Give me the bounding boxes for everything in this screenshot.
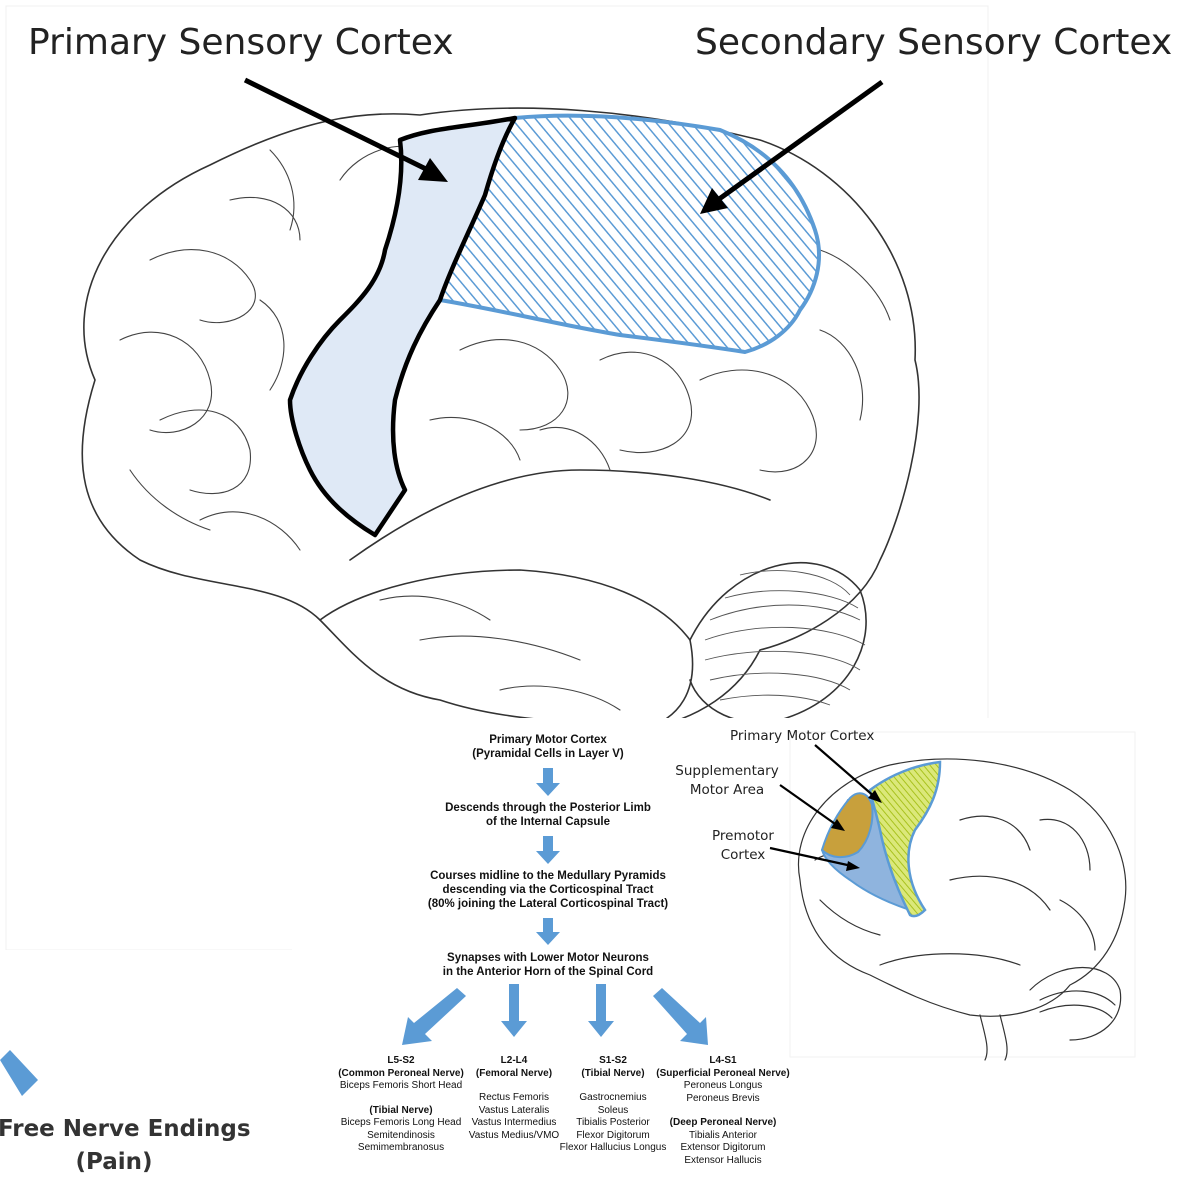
primary-sensory-cortex-label: Primary Sensory Cortex (28, 22, 454, 63)
flow-step-line: Courses midline to the Medullary Pyramid… (408, 869, 688, 883)
flow-step-line: Synapses with Lower Motor Neurons (418, 951, 678, 965)
free-nerve-endings-label: Free Nerve Endings (Pain) (0, 1113, 230, 1179)
flow-step-internal-capsule: Descends through the Posterior Limb of t… (418, 801, 678, 829)
flow-step-line: in the Anterior Horn of the Spinal Cord (418, 965, 678, 979)
flow-step-primary-motor-cortex: Primary Motor Cortex (Pyramidal Cells in… (418, 733, 678, 761)
label-line: (Pain) (0, 1146, 230, 1179)
flow-step-line: descending via the Corticospinal Tract (408, 883, 688, 897)
label-line: Free Nerve Endings (0, 1113, 230, 1146)
flow-step-line: Primary Motor Cortex (418, 733, 678, 747)
label-line: Motor Area (672, 781, 782, 800)
column-nerve: (Deep Peroneal Nerve) (648, 1117, 798, 1130)
supplementary-motor-area-label: Supplementary Motor Area (672, 762, 782, 800)
flow-step-line: of the Internal Capsule (418, 815, 678, 829)
column-nerve: (Superficial Peroneal Nerve) (648, 1068, 798, 1081)
nerve-column-l4-s1: L4-S1 (Superficial Peroneal Nerve) Peron… (648, 1055, 798, 1167)
flow-step-lower-motor-neurons: Synapses with Lower Motor Neurons in the… (418, 951, 678, 979)
flow-step-line: Descends through the Posterior Limb (418, 801, 678, 815)
flow-step-line: (Pyramidal Cells in Layer V) (418, 747, 678, 761)
column-muscle: Peroneus Longus (648, 1080, 798, 1093)
column-muscle: Extensor Hallucis (648, 1155, 798, 1168)
column-muscle: Semimembranosus (326, 1142, 476, 1155)
flow-step-medullary-pyramids: Courses midline to the Medullary Pyramid… (408, 869, 688, 911)
label-line: Supplementary (672, 762, 782, 781)
flow-step-line: (80% joining the Lateral Corticospinal T… (408, 897, 688, 911)
column-head: L4-S1 (648, 1055, 798, 1068)
column-muscle: Peroneus Brevis (648, 1093, 798, 1106)
column-muscle: Extensor Digitorum (648, 1142, 798, 1155)
label-line: Cortex (702, 846, 784, 865)
secondary-sensory-cortex-label: Secondary Sensory Cortex (695, 22, 1172, 63)
premotor-cortex-label: Premotor Cortex (702, 827, 784, 865)
label-line: Premotor (702, 827, 784, 846)
column-muscle: Tibialis Anterior (648, 1130, 798, 1143)
primary-motor-cortex-label: Primary Motor Cortex (730, 727, 874, 746)
